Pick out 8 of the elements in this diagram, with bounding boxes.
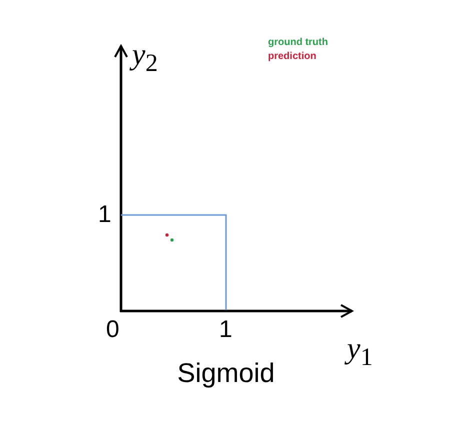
legend-entry: ground truth <box>268 38 328 48</box>
axis-label: y$_{2}$ <box>132 40 158 76</box>
tick-label: 1 <box>98 203 112 227</box>
axis-label: y$_{1}$ <box>347 334 373 370</box>
tick-label: 0 <box>106 318 120 342</box>
caption: Sigmoid <box>176 360 276 387</box>
legend-entry: prediction <box>268 52 316 62</box>
tick-label: 1 <box>219 318 232 342</box>
